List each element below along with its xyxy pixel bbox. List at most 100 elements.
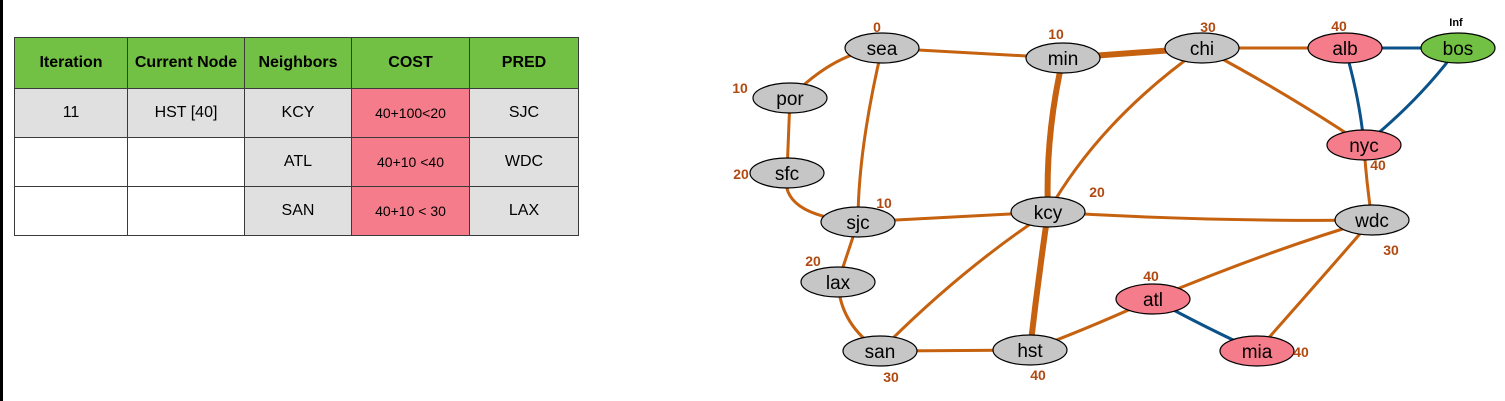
node-lax: lax	[800, 266, 876, 298]
node-hst: hst	[992, 334, 1068, 366]
node-alb: alb	[1307, 32, 1383, 64]
node-sjc-label: sjc	[846, 213, 869, 234]
node-sfc-label: sfc	[775, 164, 799, 185]
node-kcy: kcy	[1010, 196, 1086, 228]
distance-label-alb: 40	[1331, 18, 1347, 34]
cell-pred: LAX	[469, 186, 579, 236]
distance-label-sea: 0	[873, 19, 881, 35]
node-por: por	[752, 82, 828, 114]
node-min: min	[1025, 42, 1101, 74]
edge-kcy-hst	[1027, 209, 1051, 353]
cell-neighbor: ATL	[244, 137, 352, 187]
node-hst-label: hst	[1017, 341, 1043, 362]
distance-label-sjc: 10	[876, 195, 892, 211]
node-sea-shape	[844, 32, 920, 64]
node-hst-shape	[992, 334, 1068, 366]
node-min-shape	[1025, 42, 1101, 74]
cell-neighbor: SAN	[244, 186, 352, 236]
node-kcy-shape	[1010, 196, 1086, 228]
distance-label-mia: 40	[1293, 344, 1309, 360]
edge-sea-sjc	[856, 46, 884, 224]
distance-label-hst: 40	[1030, 367, 1046, 383]
edge-san-kcy	[878, 210, 1050, 353]
node-atl-label: atl	[1143, 290, 1163, 311]
node-min-label: min	[1048, 49, 1079, 70]
node-sea: sea	[844, 32, 920, 64]
table-row: SAN 40+10 < 30 LAX	[14, 186, 579, 236]
distance-label-nyc: 40	[1370, 157, 1386, 173]
cell-iteration	[14, 137, 128, 187]
node-atl: atl	[1115, 283, 1191, 315]
node-mia-shape	[1219, 335, 1295, 367]
node-kcy-label: kcy	[1034, 203, 1063, 224]
header-current-node: Current Node	[127, 37, 245, 89]
node-nyc-shape	[1326, 129, 1402, 161]
cell-iteration	[14, 186, 128, 236]
cell-iteration: 11	[14, 88, 128, 138]
node-nyc: nyc	[1326, 129, 1402, 161]
cell-neighbor: KCY	[244, 88, 352, 138]
node-lax-shape	[800, 266, 876, 298]
node-atl-shape	[1115, 283, 1191, 315]
node-alb-shape	[1307, 32, 1383, 64]
node-sfc-shape	[749, 157, 825, 189]
node-sjc-shape	[820, 206, 896, 238]
edge-bos-nyc	[1362, 46, 1460, 147]
node-bos-shape	[1420, 32, 1496, 64]
cell-cost: 40+10 < 30	[351, 186, 470, 236]
edge-mia-wdc	[1255, 218, 1374, 353]
node-chi-label: chi	[1190, 39, 1214, 60]
distance-label-chi: 30	[1200, 19, 1216, 35]
node-wdc: wdc	[1334, 204, 1410, 236]
edge-min-kcy	[1044, 55, 1066, 215]
node-wdc-label: wdc	[1354, 211, 1389, 232]
node-nyc-label: nyc	[1349, 136, 1379, 157]
distance-label-atl: 40	[1143, 268, 1159, 284]
node-bos-label: bos	[1443, 39, 1474, 60]
dijkstra-table: Iteration Current Node Neighbors COST PR…	[14, 37, 579, 236]
distance-label-wdc: 30	[1383, 242, 1399, 258]
node-san-shape	[842, 335, 918, 367]
table-row: ATL 40+10 <40 WDC	[14, 137, 579, 187]
table-header: Iteration Current Node Neighbors COST PR…	[14, 37, 579, 89]
distance-label-lax: 20	[805, 253, 821, 269]
header-pred: PRED	[469, 37, 579, 89]
header-row: Iteration Current Node Neighbors COST PR…	[14, 37, 579, 89]
node-san-label: san	[865, 342, 896, 363]
table-body: 11 HST [40] KCY 40+100<20 SJC ATL 40+10 …	[14, 88, 579, 236]
node-mia: mia	[1219, 335, 1295, 367]
cell-cost: 40+10 <40	[351, 137, 470, 187]
distance-label-bos: Inf	[1449, 17, 1463, 29]
node-wdc-shape	[1334, 204, 1410, 236]
node-sea-label: sea	[867, 39, 898, 60]
node-por-label: por	[776, 89, 804, 110]
cell-pred: SJC	[469, 88, 579, 138]
node-alb-label: alb	[1332, 39, 1357, 60]
cell-cost: 40+100<20	[351, 88, 470, 138]
distance-label-min: 10	[1048, 26, 1064, 42]
distance-label-sfc: 20	[733, 166, 749, 182]
header-neighbors: Neighbors	[244, 37, 352, 89]
distance-label-por: 10	[732, 80, 748, 96]
distance-label-san: 30	[883, 369, 899, 385]
node-lax-label: lax	[826, 273, 851, 294]
node-chi: chi	[1164, 32, 1240, 64]
header-iteration: Iteration	[14, 37, 128, 89]
cell-pred: WDC	[469, 137, 579, 187]
left-edge-bar	[0, 0, 3, 401]
edge-chi-kcy	[1046, 46, 1204, 214]
node-layer: sea min chi alb bos por sfc nyc sjc kcy wdc lax atl s…	[749, 32, 1496, 367]
node-sjc: sjc	[820, 206, 896, 238]
edge-kcy-wdc	[1046, 210, 1374, 222]
node-sfc: sfc	[749, 157, 825, 189]
node-mia-label: mia	[1242, 342, 1273, 363]
node-por-shape	[752, 82, 828, 114]
node-chi-shape	[1164, 32, 1240, 64]
cell-current-node: HST [40]	[127, 88, 245, 138]
node-san: san	[842, 335, 918, 367]
node-bos: bos	[1420, 32, 1496, 64]
table-row: 11 HST [40] KCY 40+100<20 SJC	[14, 88, 579, 138]
